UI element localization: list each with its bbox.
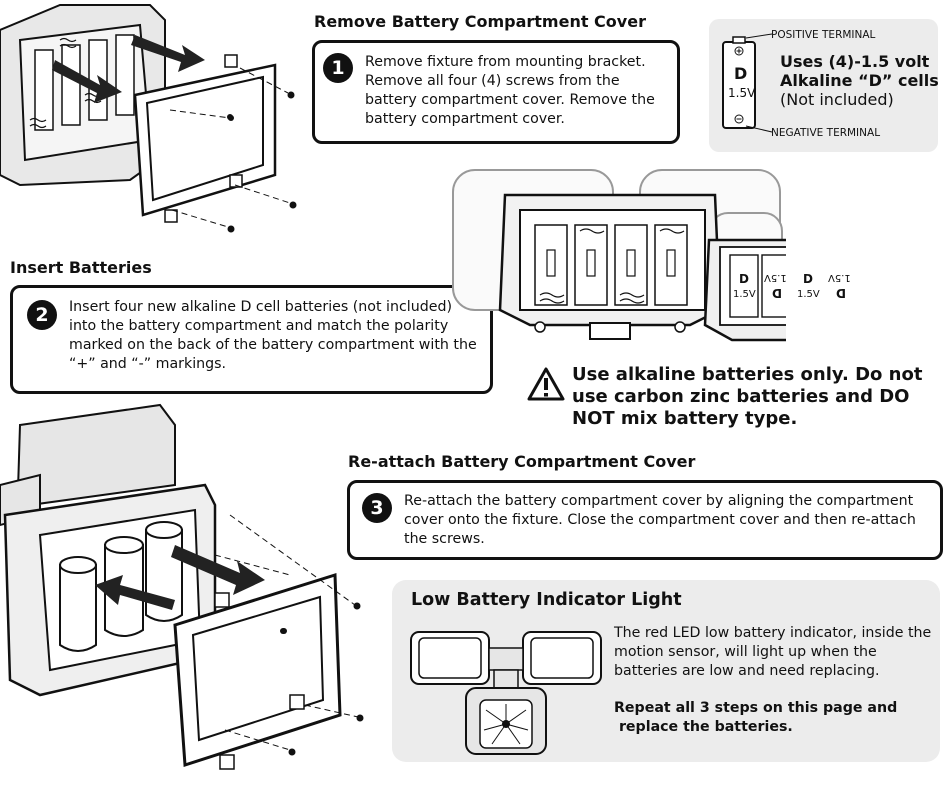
reattach-cover-illustration — [0, 403, 364, 770]
inset-battery1-voltage: 1.5V — [733, 289, 756, 300]
inset-battery2-letter: D — [772, 286, 782, 300]
inset-battery3-letter: D — [803, 272, 813, 286]
step2-instruction-box: 2 Insert four new alkaline D cell batter… — [10, 285, 493, 394]
step3-heading: Re-attach Battery Compartment Cover — [348, 452, 696, 471]
step1-instruction-box: 1 Remove fixture from mounting bracket. … — [312, 40, 680, 144]
negative-terminal-label: NEGATIVE TERMINAL — [771, 127, 881, 139]
battery-spec-line3: (Not included) — [780, 90, 894, 109]
step3-text: Re-attach the battery compartment cover … — [404, 493, 916, 547]
step2-heading: Insert Batteries — [10, 258, 152, 277]
low-battery-repeat-line2: replace the batteries. — [614, 719, 793, 735]
inset-battery4-letter: D — [836, 286, 846, 300]
low-battery-heading: Low Battery Indicator Light — [411, 590, 682, 610]
warning-triangle-icon — [527, 367, 565, 401]
step2-number-badge: 2 — [27, 300, 57, 330]
step1-text: Remove fixture from mounting bracket. Re… — [365, 54, 655, 127]
remove-cover-illustration — [0, 4, 297, 233]
step3-number-badge: 3 — [362, 493, 392, 523]
battery-spec-line1: Uses (4)-1.5 volt — [780, 52, 930, 71]
inset-battery3-voltage: 1.5V — [797, 289, 820, 300]
battery-warning-text: Use alkaline batteries only. Do not use … — [572, 364, 923, 429]
step1-heading: Remove Battery Compartment Cover — [314, 12, 646, 31]
inset-battery2-voltage: 1.5V — [764, 272, 787, 283]
battery-cell-voltage: 1.5V — [728, 86, 756, 100]
battery-compartment-illustration — [452, 169, 786, 342]
step2-text: Insert four new alkaline D cell batterie… — [69, 299, 477, 372]
inset-battery1-letter: D — [739, 272, 749, 286]
d-cell-battery-icon — [722, 33, 773, 133]
low-battery-description: The red LED low battery indicator, insid… — [614, 625, 932, 679]
battery-cell-letter: D — [734, 64, 748, 83]
inset-battery4-voltage: 1.5V — [828, 272, 851, 283]
step1-number-badge: 1 — [323, 53, 353, 83]
step3-instruction-box: 3 Re-attach the battery compartment cove… — [347, 480, 943, 560]
battery-spec-line2: Alkaline “D” cells — [780, 71, 939, 90]
positive-terminal-label: POSITIVE TERMINAL — [771, 29, 876, 41]
low-battery-repeat-line1: Repeat all 3 steps on this page and — [614, 700, 898, 716]
motion-sensor-light-illustration — [410, 631, 602, 755]
